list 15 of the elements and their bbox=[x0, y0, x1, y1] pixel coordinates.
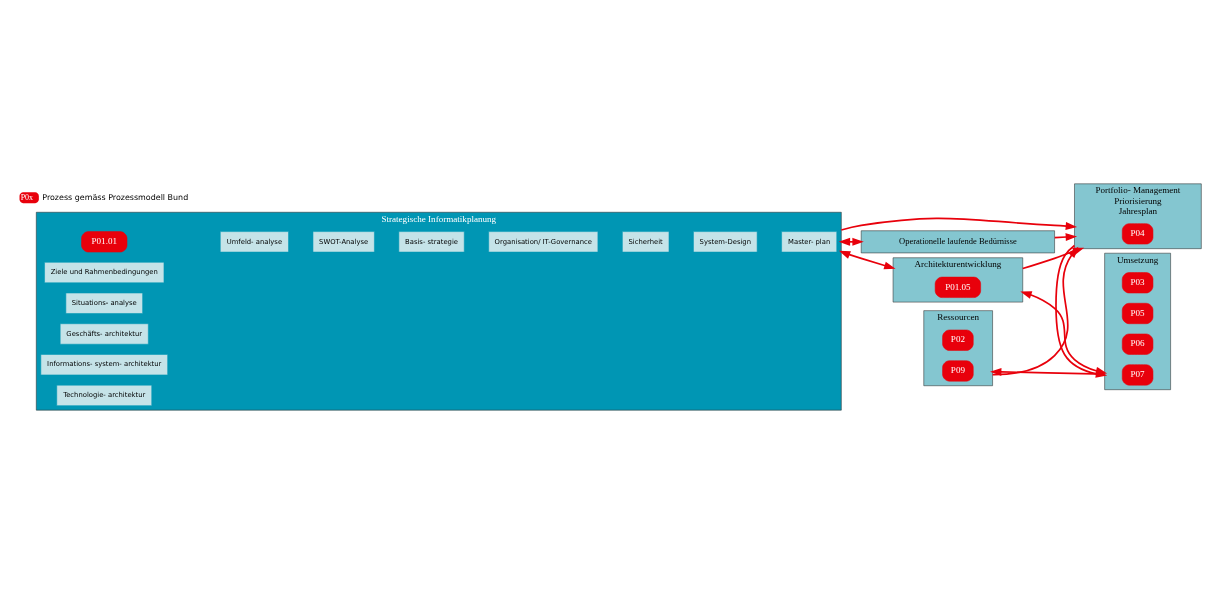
arrow bbox=[1053, 232, 1078, 241]
arrow bbox=[840, 217, 1078, 231]
node-box: P06 bbox=[1121, 333, 1154, 355]
node-box: P09 bbox=[942, 359, 974, 381]
node-box: P01.05 bbox=[934, 276, 981, 298]
arrow bbox=[838, 250, 896, 269]
node-box: P07 bbox=[1121, 363, 1154, 385]
arrow bbox=[991, 246, 1079, 375]
node-box: P04 bbox=[1121, 222, 1154, 244]
label: P0x bbox=[20, 192, 34, 202]
node-box: P01.01 bbox=[81, 230, 128, 252]
node-box: P02 bbox=[942, 329, 974, 351]
node-box: P05 bbox=[1121, 302, 1154, 324]
node-box: Operationelle laufende Bedürnisse bbox=[860, 229, 1055, 253]
node-box: P03 bbox=[1121, 271, 1154, 293]
